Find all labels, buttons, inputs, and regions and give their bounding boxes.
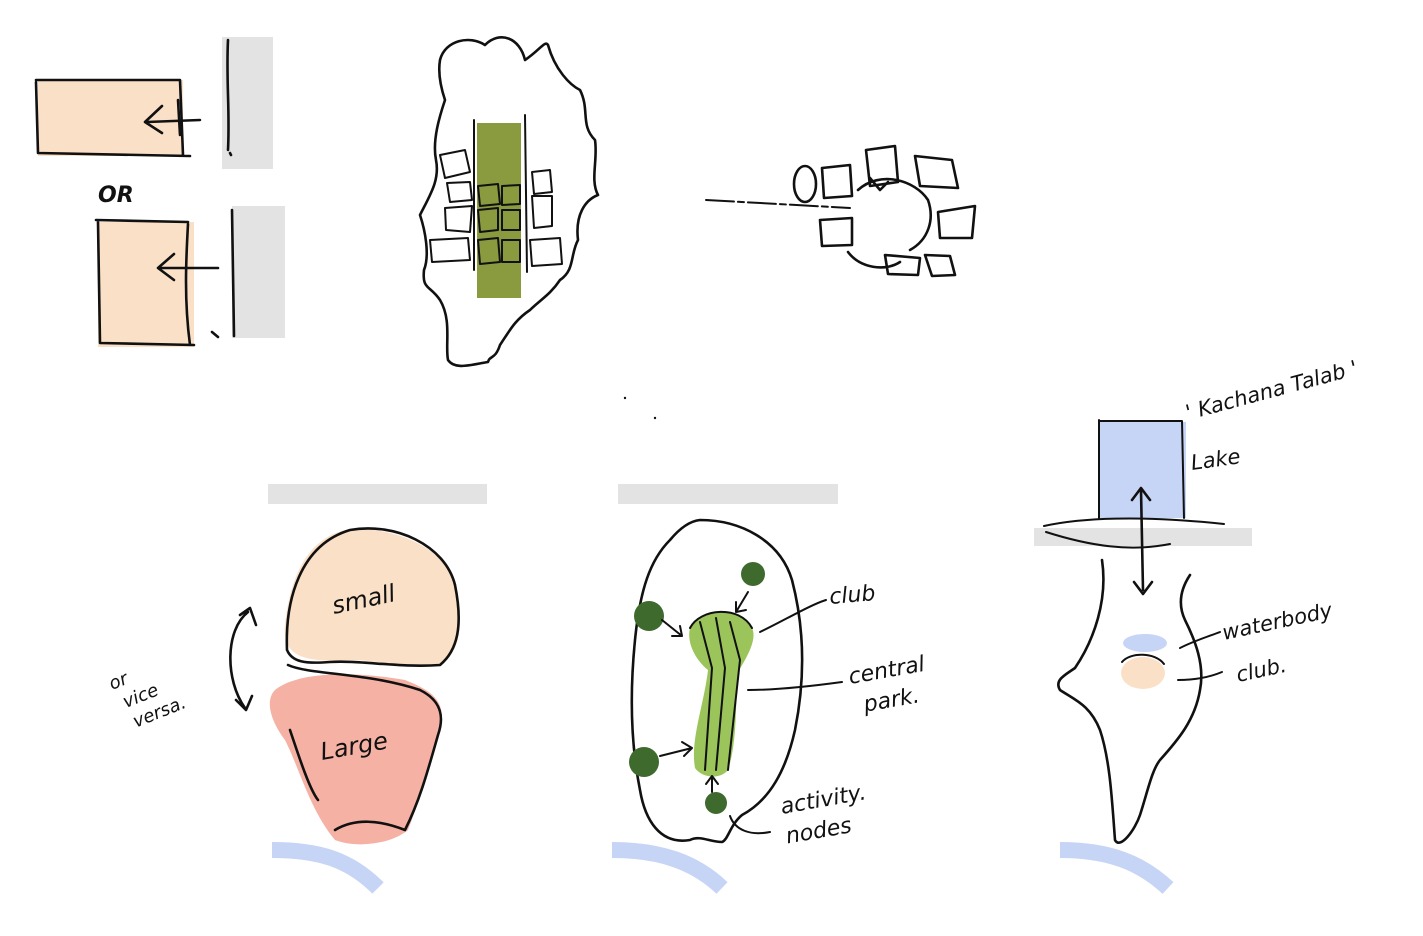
connection-arrow-icon [1130,486,1154,596]
sketch-small-large: small Large or vice versa. [106,484,487,894]
site-boundary [630,518,804,844]
lake-block [1100,422,1186,518]
grey-road-strip [618,484,838,504]
activity-node [634,601,664,631]
label-central-park: central park. [847,651,939,720]
arrow-icon [143,98,202,137]
sketch-lake-waterbody: ' Kachana Talab ' Lake waterbody club. [1034,356,1360,894]
label-activity-nodes: activity. nodes [779,779,881,849]
activity-node [705,792,727,814]
lavender-curve [271,842,384,894]
boundary-line [226,38,233,157]
label-club-right: club. [1234,653,1289,687]
label-kachana-talab: ' Kachana Talab ' [1183,356,1360,425]
plot-boundary [418,36,600,368]
band-edge-line [473,114,528,273]
zone-outline [286,663,443,832]
cluster-units [792,144,977,278]
road-edge [1043,517,1225,549]
label-waterbody: waterbody [1220,598,1335,645]
stray-ink-dot [653,416,657,420]
grey-road-strip [222,37,273,169]
label-leaders [1177,631,1223,681]
activity-nodes [629,562,765,814]
sketch-central-park: club central park. activity. nodes [611,484,939,894]
label-lake: Lake [1189,444,1242,475]
house-plots [429,149,563,267]
swap-arrow-icon [229,606,258,712]
peach-zone-small [284,529,460,667]
node-arrows [659,591,843,835]
site-boundary [1057,558,1203,844]
activity-node [629,747,659,777]
sketch-block-option: OR [34,37,285,347]
lavender-curve [611,842,728,894]
club-shape [1121,657,1165,689]
central-park-band [689,611,754,777]
zone-outline [285,527,460,667]
waterbody-shape [1123,634,1167,652]
label-or-vice-versa: or vice versa. [106,651,189,735]
block-outline [34,78,192,158]
lavender-curve [1059,842,1174,894]
label-club: club [828,581,876,610]
central-park-outline [689,610,753,771]
lake-outline [1098,419,1185,519]
sketch-plot-green-band [418,36,600,368]
activity-node [741,562,765,586]
block-outline [94,218,196,347]
peach-block [98,222,194,347]
salmon-zone-large [269,674,442,845]
sketch-cluster-circle [705,144,977,278]
peach-block [38,80,183,156]
grey-road-strip [268,484,487,504]
stray-ink-dot [623,396,627,400]
club-outline [1121,653,1165,665]
boundary-line [210,208,236,339]
arrow-icon [156,252,220,282]
label-or: OR [98,183,134,208]
axis-dashed-line [705,199,851,209]
grey-road-strip [232,206,285,338]
